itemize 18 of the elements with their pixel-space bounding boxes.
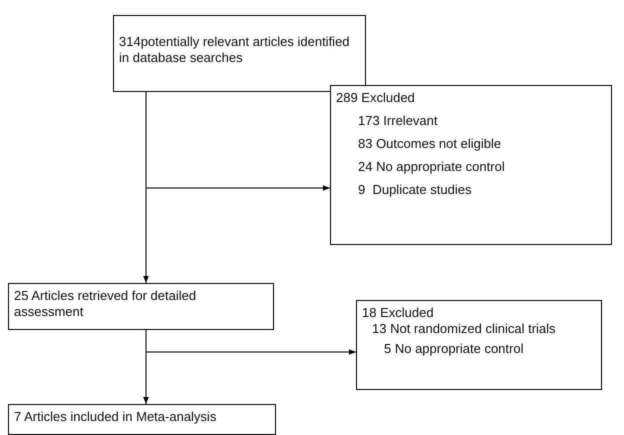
box-text: 289 Excluded (336, 90, 416, 106)
process-box (356, 300, 602, 390)
box-text: 18 Excluded (362, 305, 435, 321)
process-box (8, 283, 274, 330)
process-box (113, 15, 366, 92)
list-item: 83 Outcomes not eligible (357, 136, 502, 152)
list-item: 5 No appropriate control (383, 341, 524, 357)
list-item: 24 No appropriate control (357, 159, 506, 175)
list-item: 9 Duplicate studies (357, 182, 472, 198)
list-item: 173 Irrelevant (357, 113, 438, 129)
list-item: 13 Not randomized clinical trials (371, 321, 557, 337)
arrow (143, 92, 149, 284)
box-text: 314potentially relevant articles identified in database searches (119, 34, 351, 66)
process-box (330, 85, 612, 245)
arrow (143, 330, 149, 404)
process-box (8, 404, 276, 435)
box-text: 7 Articles included in Meta-analysis (14, 409, 218, 425)
box-text: 25 Articles retrieved for detailed assessment (14, 288, 198, 320)
